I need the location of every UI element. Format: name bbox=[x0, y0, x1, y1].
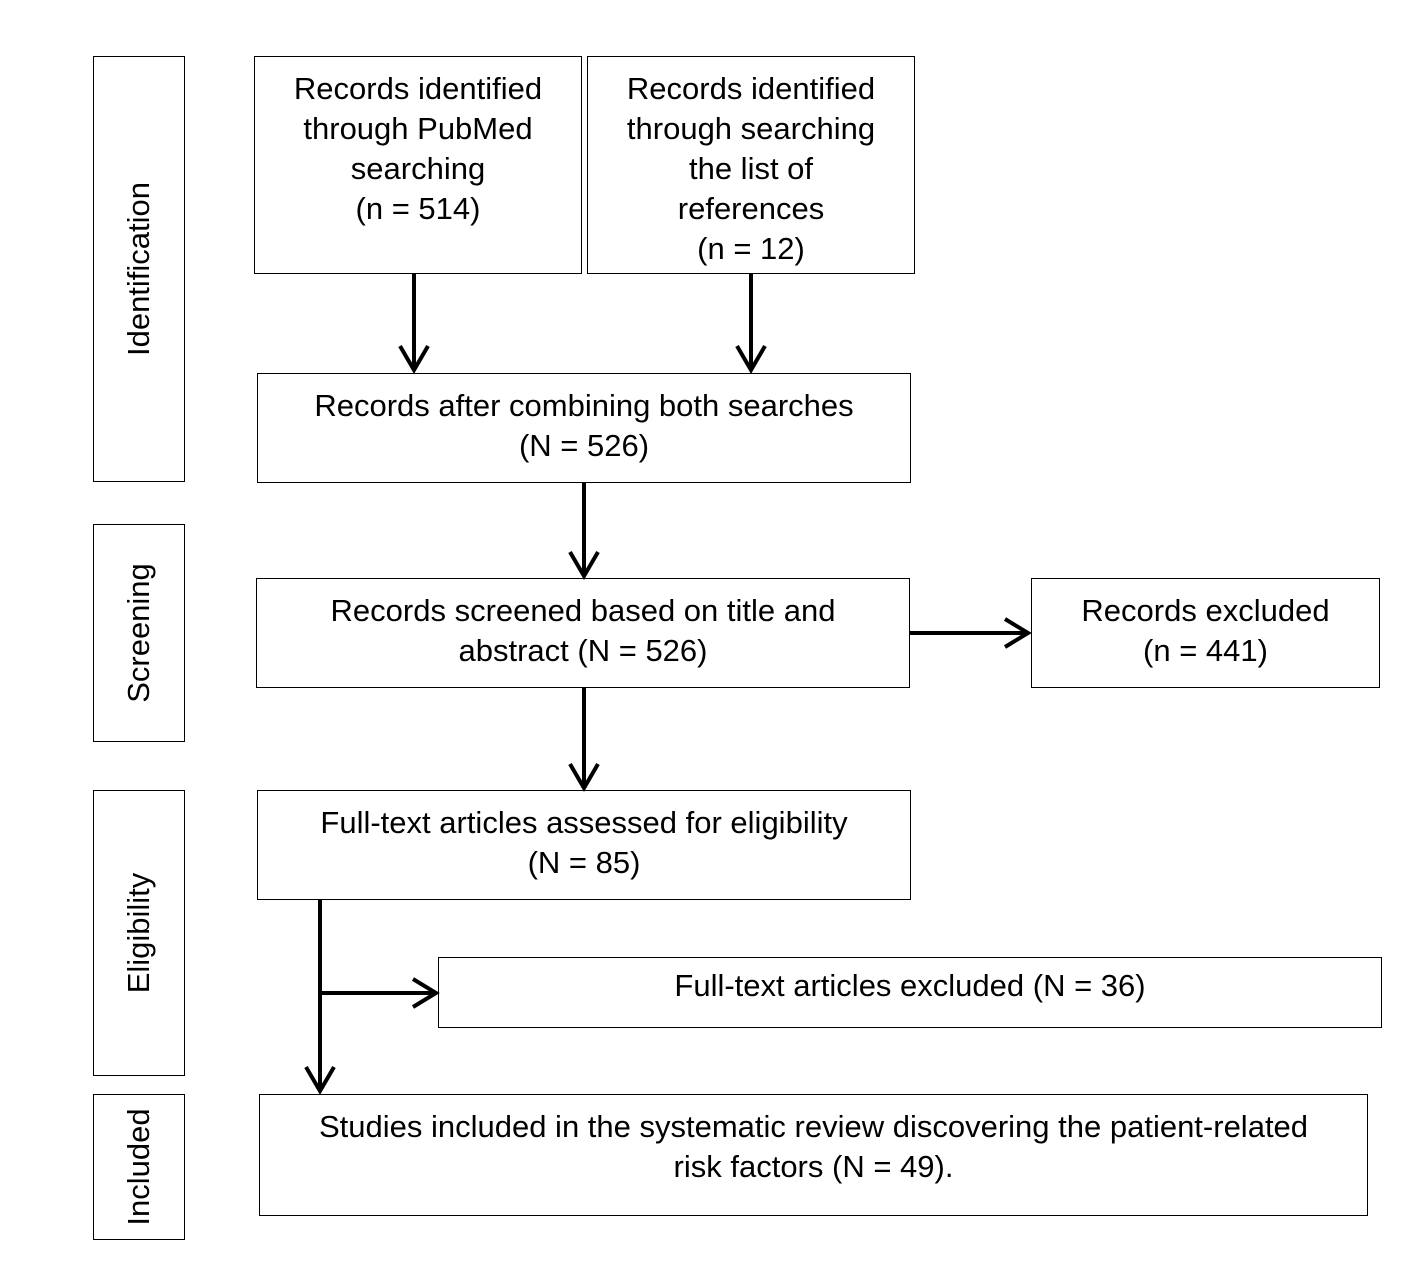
arrowhead-fulltext-to-included bbox=[304, 1065, 336, 1095]
stage-eligibility: Eligibility bbox=[93, 790, 185, 1076]
box-fulltext-excluded: Full-text articles excluded (N = 36) bbox=[438, 957, 1382, 1028]
box-combined-records: Records after combining both searches (N… bbox=[257, 373, 911, 483]
box-pubmed-records: Records identified through PubMed search… bbox=[254, 56, 582, 274]
arrowhead-fulltext-to-excluded bbox=[411, 977, 440, 1009]
arrowhead-references-to-combined bbox=[735, 344, 767, 374]
arrowhead-screened-to-excluded bbox=[1003, 617, 1032, 649]
arrowhead-screened-to-fulltext bbox=[568, 762, 600, 792]
stage-identification: Identification bbox=[93, 56, 185, 482]
stage-screening: Screening bbox=[93, 524, 185, 742]
stage-included: Included bbox=[93, 1094, 185, 1240]
box-studies-included: Studies included in the systematic revie… bbox=[259, 1094, 1368, 1216]
arrowhead-pubmed-to-combined bbox=[398, 344, 430, 374]
arrowhead-combined-to-screened bbox=[568, 550, 600, 580]
box-reference-records: Records identified through searching the… bbox=[587, 56, 915, 274]
box-records-excluded: Records excluded (n = 441) bbox=[1031, 578, 1380, 688]
box-screened-records: Records screened based on title and abst… bbox=[256, 578, 910, 688]
